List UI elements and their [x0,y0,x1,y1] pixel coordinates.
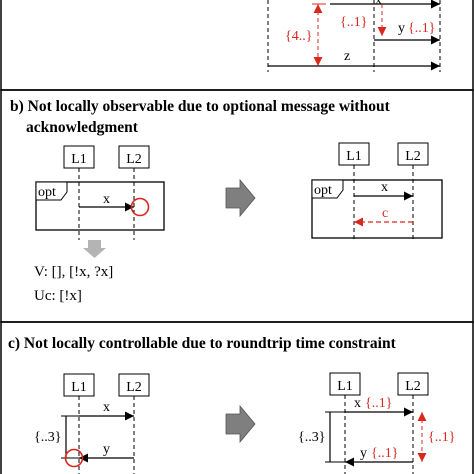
section-b-title-line2: acknowledgment [26,119,138,136]
message-y-right-label: y [360,446,367,461]
interval-mid-label: {..1} [340,15,367,30]
message-y-label: y [398,21,405,36]
opt-fragment-right-tab [311,179,344,199]
section-c: L1 L2 x y {..3} L1 L2 x {..1} y {..1} {.… [0,321,474,474]
opt-fragment-label: opt [38,185,56,200]
views-text: V: [], [!x, ?x] [34,264,114,280]
down-block-arrow-icon [83,240,106,258]
ack-message-label: c [382,206,388,221]
side-constraint-label: {..1} [428,430,455,445]
message-x-right-label: x [381,180,388,195]
opt-fragment [35,181,165,231]
section-b: L1 L2 opt x L1 L2 opt x c [0,89,474,323]
message-x-right-label: x [354,396,361,411]
lifeline-head-l2-label: L2 [126,380,142,395]
section-b-title-line1: b) Not locally observable due to optiona… [10,98,390,115]
lifeline-head-l1-label: L1 [71,380,87,395]
interval-right-label: {..3} [298,430,325,445]
message-z-label: z [344,49,350,64]
section-a: x {4..} {..1} y {..1} z [0,0,474,91]
right-block-arrow-icon [225,404,256,444]
message-y-constraint: {..1} [408,21,435,36]
problem-marker [130,197,150,217]
lifeline-head-l1-right-label: L1 [346,149,362,164]
message-x-label: x [375,0,382,8]
lifeline-head-l1-label: L1 [71,152,87,167]
message-y-label: y [103,442,110,457]
right-block-arrow-icon [225,178,256,218]
lifeline-head-l2-label: L2 [126,152,142,167]
message-x-label: x [103,400,110,415]
lifeline-head-l2-right-label: L2 [405,379,421,394]
message-x-label: x [103,192,110,207]
message-x-constraint: {..1} [365,396,392,411]
lifeline-head-l2-right-label: L2 [405,149,421,164]
opt-fragment-right [311,179,443,239]
opt-fragment-tab [35,181,68,201]
section-a-frame [0,0,474,91]
opt-fragment-right-label: opt [314,183,332,198]
lifeline-head-l1-right-label: L1 [337,379,353,394]
section-c-frame [0,321,474,474]
interval-label: {..3} [34,430,61,445]
message-y-constraint: {..1} [371,446,398,461]
problem-marker [64,448,84,468]
uncontrollable-text: Uc: [!x] [34,288,82,304]
section-c-title: c) Not locally controllable due to round… [8,335,396,352]
interval-left-label: {4..} [285,29,312,44]
